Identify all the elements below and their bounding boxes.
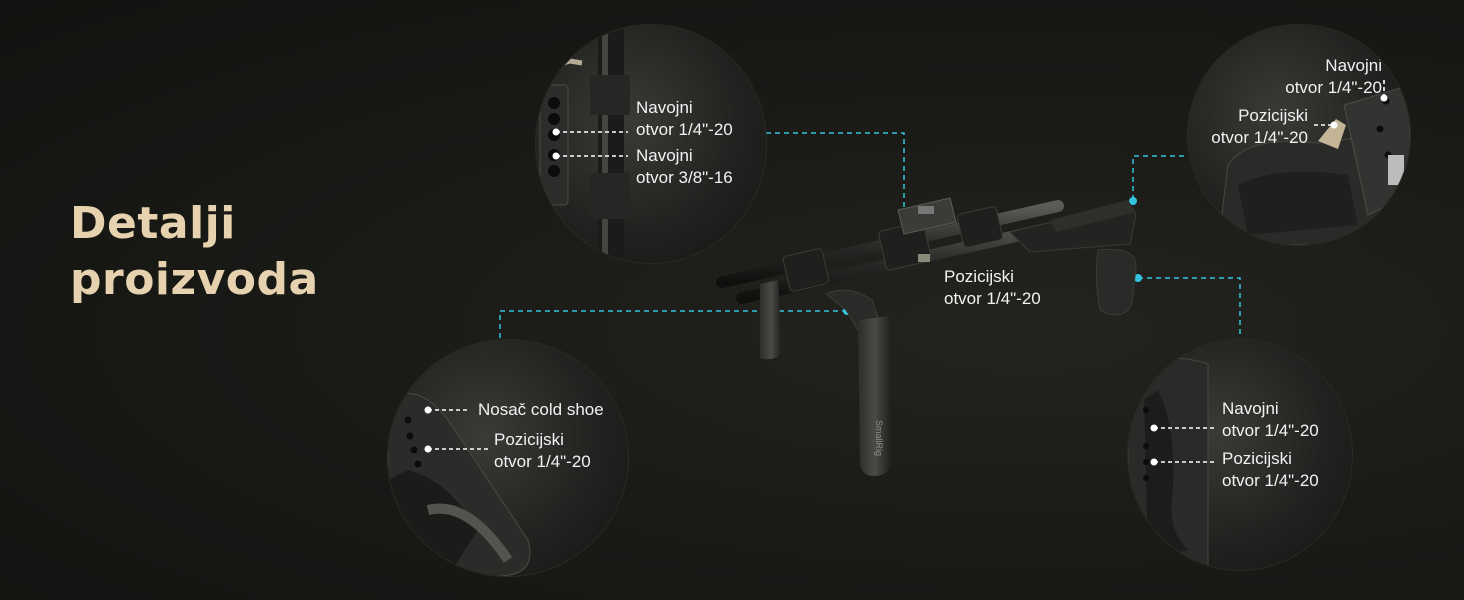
title-line-2: proizvoda bbox=[70, 254, 319, 305]
label-navojni-bottom-right: Navojni otvor 1/4"-20 bbox=[1222, 399, 1319, 440]
label-navojni-1-4: Navojni otvor 1/4"-20 bbox=[636, 98, 733, 139]
page-title: Detalji proizvoda bbox=[70, 196, 319, 308]
detail-circle-top-left: Navojni otvor 1/4"-20 Navojni otvor 3/8"… bbox=[536, 25, 766, 263]
title-line-1: Detalji bbox=[70, 198, 236, 249]
label-pozicijski-bottom-left: Pozicijski otvor 1/4"-20 bbox=[494, 430, 591, 471]
brand-text: SmallRig bbox=[874, 420, 884, 456]
detail-circle-bottom-left: Nosač cold shoe Pozicijski otvor 1/4"-20 bbox=[388, 340, 628, 576]
detail-circle-top-right: Navojni otvor 1/4"-20 Pozicijski otvor 1… bbox=[1188, 25, 1410, 245]
shoulder-pad-detail-image bbox=[1128, 357, 1214, 570]
label-navojni-3-8: Navojni otvor 3/8"-16 bbox=[636, 146, 733, 187]
label-pozicijski-bottom-right: Pozicijski otvor 1/4"-20 bbox=[1222, 449, 1319, 490]
detail-circle-bottom-right: Navojni otvor 1/4"-20 Pozicijski otvor 1… bbox=[1128, 340, 1352, 570]
label-pozicijski-top-right: Pozicijski otvor 1/4"-20 bbox=[1211, 106, 1308, 147]
rail-detail-image bbox=[539, 25, 630, 263]
shoulder-plate-detail-image bbox=[1217, 80, 1410, 245]
label-pozicijski-center: Pozicijski otvor 1/4"-20 bbox=[944, 267, 1041, 308]
label-cold-shoe: Nosač cold shoe bbox=[478, 400, 604, 419]
label-navojni-top-right: Navojni otvor 1/4"-20 bbox=[1285, 56, 1382, 97]
